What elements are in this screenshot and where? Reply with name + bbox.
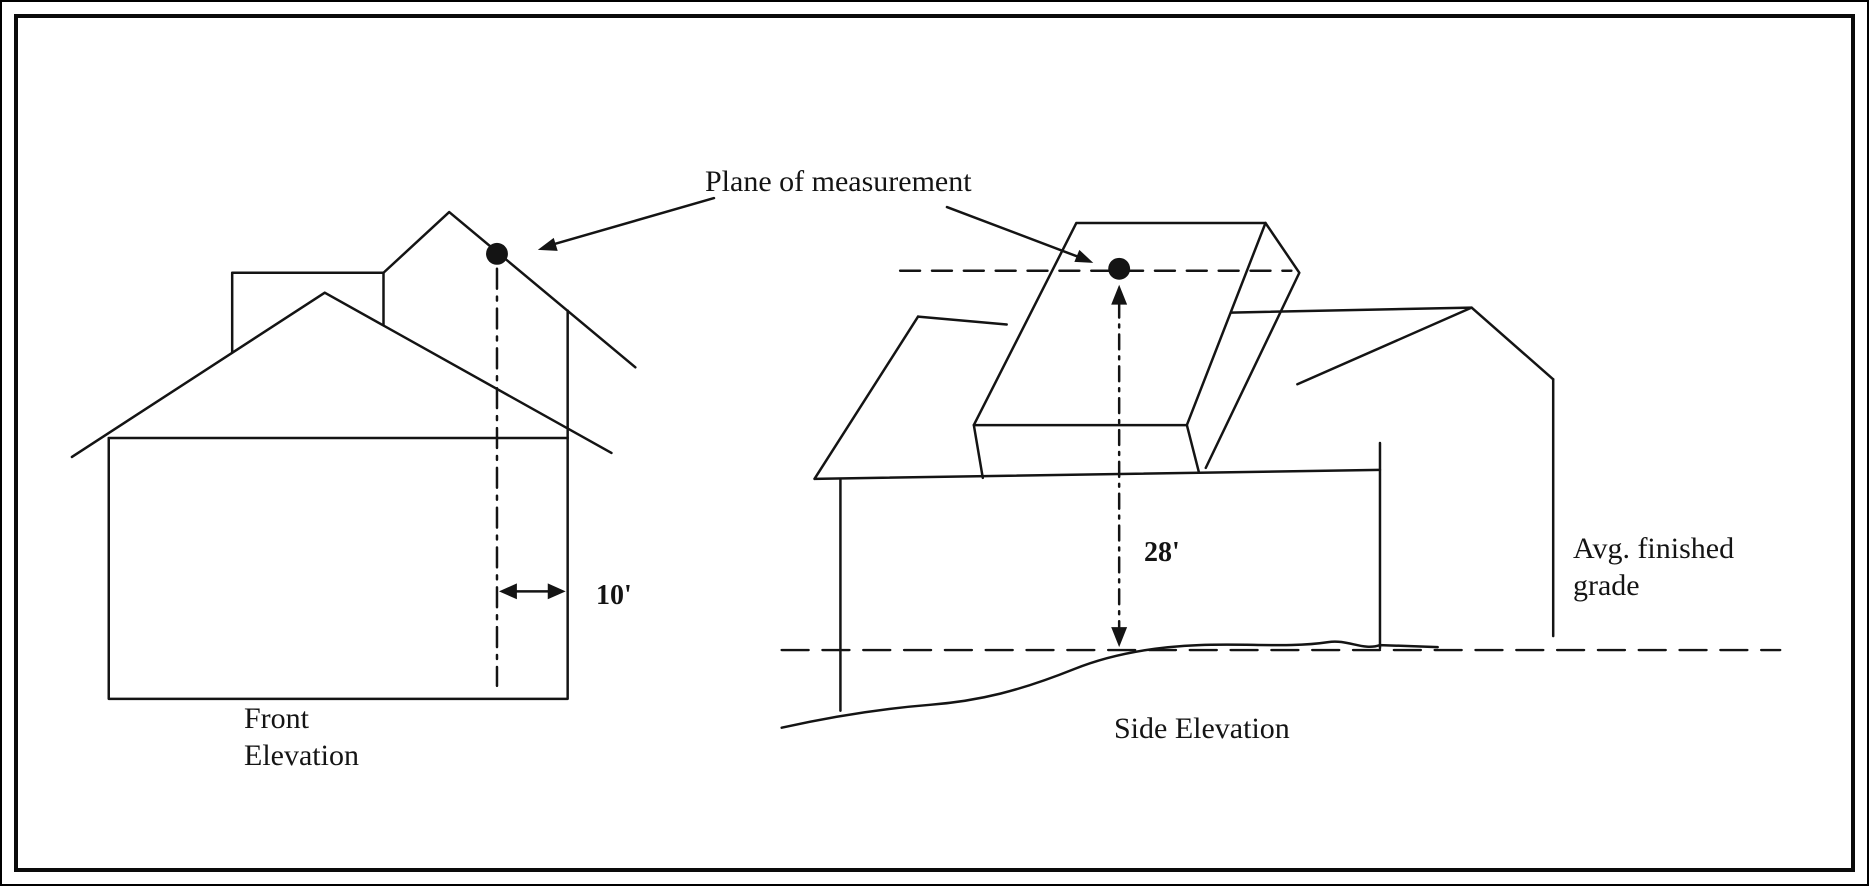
front-elevation-label-line1: Front <box>244 702 310 735</box>
avg-finished-grade-line2: grade <box>1573 569 1640 602</box>
front-main-roof <box>70 291 613 459</box>
side-right-ridge <box>1229 306 1473 314</box>
side-main-ridge-segment <box>916 315 1008 326</box>
plane-leader-arrowhead-left <box>537 237 558 251</box>
front-offset-arrowhead-right <box>547 583 566 600</box>
side-cross-gable-far-rake <box>1204 221 1301 470</box>
front-wall-rectangle <box>107 436 569 701</box>
plane-leader-line-left <box>553 196 716 246</box>
side-left-rake <box>813 315 920 481</box>
side-elevation-label: Side Elevation <box>1114 712 1290 745</box>
front-measurement-dot <box>486 242 508 265</box>
side-measurement-dot <box>1108 257 1131 280</box>
front-offset-arrowhead-left <box>498 583 517 600</box>
front-rear-gable-slopes <box>382 210 637 369</box>
front-offset-arrow <box>498 583 566 600</box>
front-elevation-drawing <box>70 210 637 701</box>
figure-border <box>14 14 1855 872</box>
side-height-measurement: 28' <box>1144 537 1180 568</box>
front-offset-measurement: 10' <box>596 580 632 611</box>
side-dormer-left-drop <box>972 423 985 480</box>
avg-finished-grade-line1: Avg. finished <box>1573 532 1735 565</box>
front-dormer-box <box>230 271 385 354</box>
measurement-annotations <box>537 196 1782 652</box>
side-main-eave <box>813 468 1382 481</box>
plane-leader-arrowhead-right <box>1074 249 1094 263</box>
plane-of-measurement-label: Plane of measurement <box>705 165 972 198</box>
front-elevation-label: Front Elevation <box>244 700 359 774</box>
side-elevation-drawing <box>780 221 1555 729</box>
front-elevation-label-line2: Elevation <box>244 739 359 772</box>
side-height-arrowhead-down <box>1111 627 1128 648</box>
plane-leader-line-right <box>945 205 1080 259</box>
ground-line <box>780 640 1439 729</box>
side-height-arrowhead-up <box>1111 284 1128 305</box>
side-right-gable <box>1296 306 1555 386</box>
side-dormer-right-drop <box>1185 423 1201 474</box>
avg-finished-grade-label: Avg. finished grade <box>1573 530 1734 604</box>
